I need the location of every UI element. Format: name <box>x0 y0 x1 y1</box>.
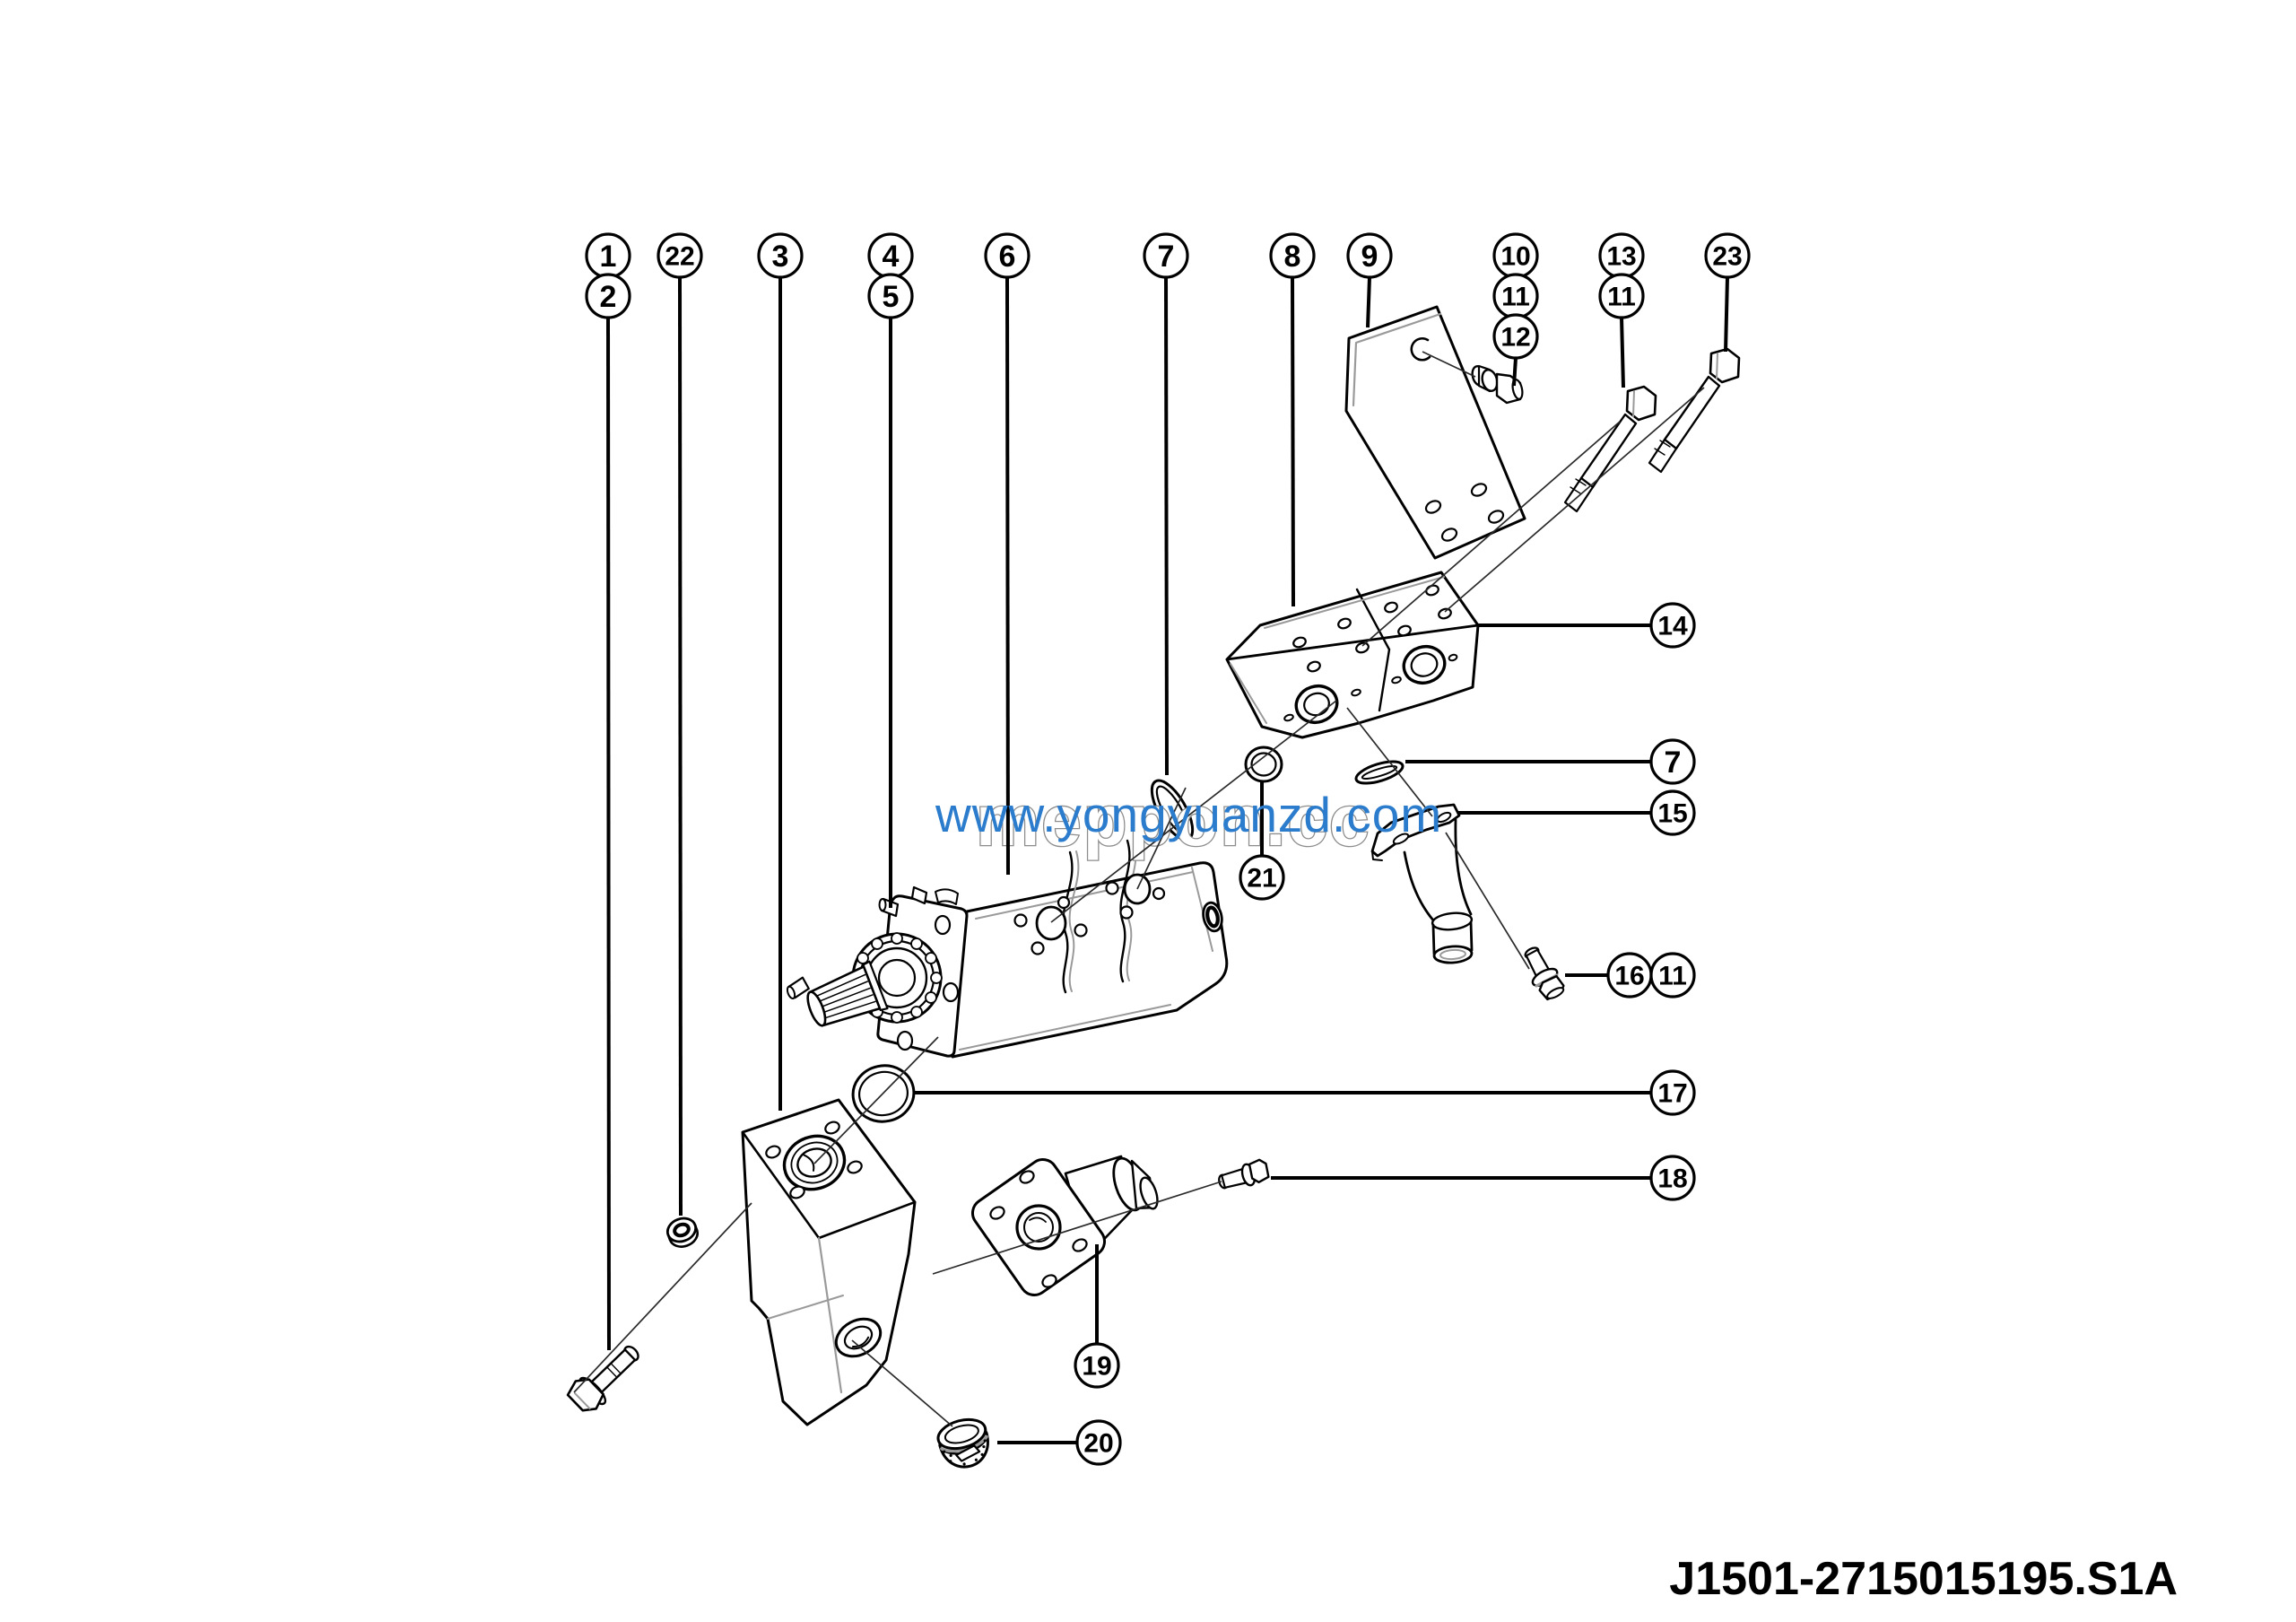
block-3-bore <box>834 1317 883 1358</box>
o-ring-7-left-drawing <box>1150 779 1195 842</box>
leader-line <box>606 317 611 1351</box>
svg-text:22: 22 <box>665 242 694 272</box>
flange-fitting-19-drawing <box>970 1155 1159 1296</box>
splined-shaft <box>786 960 889 1027</box>
callout-balloon-14: 14 <box>1649 602 1696 649</box>
svg-text:8: 8 <box>1284 240 1301 274</box>
valve-blocks-8-14-drawing <box>1225 571 1480 739</box>
callout-balloon-12: 12 <box>1492 313 1539 360</box>
svg-text:13: 13 <box>1606 242 1636 272</box>
callout-balloon-17: 17 <box>1649 1069 1696 1116</box>
callout-balloon-22: 22 <box>657 232 703 279</box>
leader-line <box>1724 276 1729 353</box>
callout-balloon-15: 15 <box>1649 789 1696 836</box>
callout-balloon-10: 10 <box>1492 232 1539 279</box>
o-ring-7-right-drawing <box>1354 760 1405 785</box>
leader-line <box>1620 317 1625 388</box>
callout-balloon-16: 16 <box>1606 952 1653 998</box>
svg-text:20: 20 <box>1083 1429 1113 1459</box>
url-watermark-text: www.yongyuanzd.com <box>935 787 1442 842</box>
svg-text:23: 23 <box>1712 242 1742 272</box>
elbow-pipe-15-drawing <box>1370 803 1474 964</box>
svg-text:5: 5 <box>883 280 900 314</box>
svg-text:1: 1 <box>600 240 617 274</box>
bolt-18-drawing <box>1218 1158 1270 1190</box>
callout-balloon-20: 20 <box>1075 1419 1122 1466</box>
callout-balloon-9: 9 <box>1346 232 1393 279</box>
o-ring-21-drawing <box>1244 746 1283 783</box>
callout-balloon-19: 19 <box>1074 1342 1120 1389</box>
svg-text:9: 9 <box>1361 240 1378 274</box>
svg-text:10: 10 <box>1500 242 1530 272</box>
svg-text:17: 17 <box>1657 1079 1687 1109</box>
assembly-axis-lines <box>573 351 1705 1427</box>
diagram-parts <box>566 305 1741 1469</box>
svg-text:7: 7 <box>1665 746 1682 780</box>
leader-line <box>1164 276 1169 776</box>
svg-text:21: 21 <box>1247 864 1276 894</box>
plug-20-drawing <box>936 1417 989 1469</box>
svg-text:14: 14 <box>1657 612 1688 641</box>
bracket-9-drawing <box>1344 305 1526 560</box>
callout-balloon-7: 7 <box>1143 232 1189 279</box>
callout-balloon-11: 11 <box>1649 952 1696 998</box>
bolt-13-drawing <box>1563 385 1657 513</box>
svg-text:15: 15 <box>1657 799 1687 829</box>
callout-balloon-5: 5 <box>867 273 914 319</box>
drawing-part-number: J1501-2715015195.S1A <box>1669 1553 2178 1605</box>
leader-line <box>678 276 683 1216</box>
svg-text:4: 4 <box>883 240 900 274</box>
leader-line <box>1366 276 1371 328</box>
valve-block-3-drawing <box>741 1098 917 1426</box>
callout-balloon-13: 13 <box>1598 232 1645 279</box>
callout-balloon-8: 8 <box>1269 232 1316 279</box>
washer-22-drawing <box>665 1216 699 1248</box>
svg-text:11: 11 <box>1607 283 1636 312</box>
svg-text:11: 11 <box>1658 962 1687 991</box>
svg-text:7: 7 <box>1158 240 1175 274</box>
svg-text:6: 6 <box>999 240 1016 274</box>
callout-balloon-3: 3 <box>757 232 804 279</box>
bolt-23-drawing <box>1648 347 1741 474</box>
callout-balloon-23: 23 <box>1704 232 1751 279</box>
callout-balloon-1: 1 <box>585 232 631 279</box>
svg-text:2: 2 <box>600 280 617 314</box>
callout-balloon-2: 2 <box>585 273 631 319</box>
leader-line <box>1291 276 1295 607</box>
svg-text:19: 19 <box>1082 1352 1111 1382</box>
callout-balloon-6: 6 <box>984 232 1031 279</box>
bolt-16-drawing <box>1524 946 1565 1001</box>
leader-line <box>1512 357 1518 387</box>
callout-balloon-11: 11 <box>1598 273 1645 319</box>
svg-text:18: 18 <box>1657 1164 1687 1194</box>
brand-watermark-text: meppon.cc <box>976 780 1370 860</box>
svg-text:12: 12 <box>1500 323 1530 353</box>
svg-text:16: 16 <box>1614 962 1644 991</box>
callout-leader-lines <box>606 276 1729 1444</box>
bolt-1-drawing <box>566 1345 639 1412</box>
callout-balloon-18: 18 <box>1649 1155 1696 1201</box>
callout-balloon-21: 21 <box>1239 854 1285 901</box>
callout-balloon-11: 11 <box>1492 273 1539 319</box>
svg-text:11: 11 <box>1501 283 1530 312</box>
leader-line <box>1005 276 1010 876</box>
callout-balloon-7: 7 <box>1649 738 1696 785</box>
svg-text:3: 3 <box>772 240 789 274</box>
gear-pump-drawing <box>786 839 1229 1059</box>
callout-balloon-4: 4 <box>867 232 914 279</box>
